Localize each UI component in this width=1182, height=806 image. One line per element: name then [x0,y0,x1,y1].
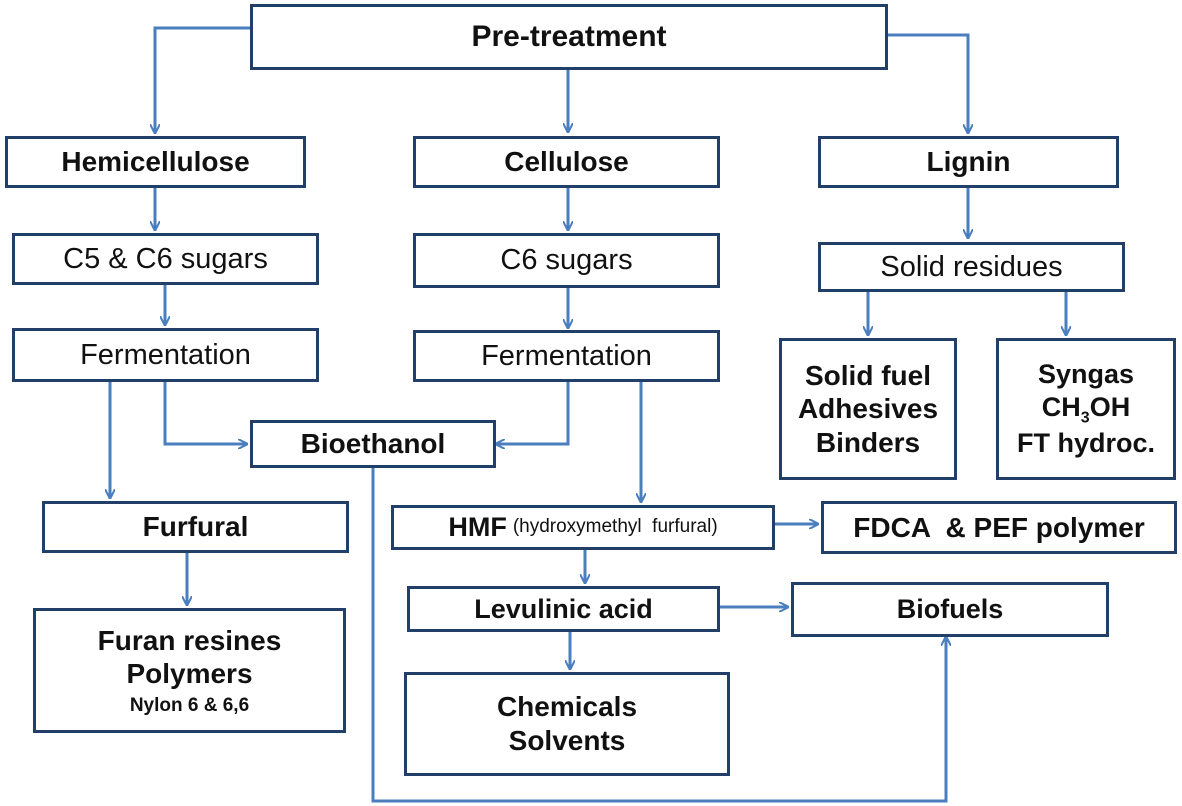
biofuels-label: Biofuels [896,594,1004,625]
hmf-abbr: HMF [448,512,507,543]
c6-sugars-label: C6 sugars [500,244,633,277]
fdca-pef-box: FDCA & PEF polymer [821,501,1177,554]
cellulose-label: Cellulose [504,146,629,178]
hemicellulose-label: Hemicellulose [61,146,250,178]
syngas-line3: FT hydroc. [1016,428,1155,459]
solid-residues-box: Solid residues [818,242,1125,292]
biofuels-box: Biofuels [791,582,1109,637]
bioethanol-box: Bioethanol [250,420,496,468]
c5c6-sugars-label: C5 & C6 sugars [63,242,268,275]
hmf-box: HMF (hydroxymethyl furfural) [391,505,775,550]
arrow-pretreatment-to-hemicellulose [155,26,250,133]
furan-resines-box: Furan resines Polymers Nylon 6 & 6,6 [33,608,346,733]
fermentation-left-box: Fermentation [12,328,319,382]
arrow-fermentation-mid-to-bioethanol [496,382,570,444]
arrow-fermentation-left-to-bioethanol [163,382,247,444]
fdca-pef-label: FDCA & PEF polymer [853,511,1145,543]
solid-residues-label: Solid residues [880,250,1063,283]
pretreatment-box: Pre-treatment [250,4,888,70]
furan-line3: Nylon 6 & 6,6 [129,694,250,716]
arrow-pretreatment-to-lignin [888,33,968,133]
lignin-box: Lignin [818,136,1119,188]
pretreatment-label: Pre-treatment [471,20,667,53]
furfural-label: Furfural [142,511,249,543]
bioethanol-label: Bioethanol [300,428,446,460]
furan-line1: Furan resines [97,624,282,656]
chemicals-line1: Chemicals [496,691,638,723]
fermentation-mid-box: Fermentation [413,330,720,382]
lignin-label: Lignin [926,146,1011,178]
solid-fuel-box: Solid fuel Adhesives Binders [779,338,957,480]
furan-line2: Polymers [126,658,253,690]
c5c6-sugars-box: C5 & C6 sugars [12,233,319,285]
syngas-line2: CH3OH [1041,391,1131,427]
levulinic-acid-label: Levulinic acid [474,593,653,624]
arrow-bioethanol-to-biofuels [371,468,946,803]
cellulose-box: Cellulose [413,136,720,188]
solid-fuel-line3: Binders [815,426,921,458]
fermentation-mid-label: Fermentation [481,339,652,372]
chemicals-solvents-box: Chemicals Solvents [404,672,730,776]
c6-sugars-box: C6 sugars [413,233,720,288]
chemicals-line2: Solvents [508,725,626,756]
levulinic-acid-box: Levulinic acid [407,586,720,632]
solid-fuel-line1: Solid fuel [805,359,931,391]
fermentation-left-label: Fermentation [80,338,251,371]
hmf-full-name: (hydroxymethyl furfural) [512,516,718,538]
syngas-box: Syngas CH3OH FT hydroc. [996,338,1176,480]
hemicellulose-box: Hemicellulose [5,136,306,188]
solid-fuel-line2: Adhesives [797,393,939,425]
syngas-line1: Syngas [1037,359,1135,390]
furfural-box: Furfural [42,501,349,553]
